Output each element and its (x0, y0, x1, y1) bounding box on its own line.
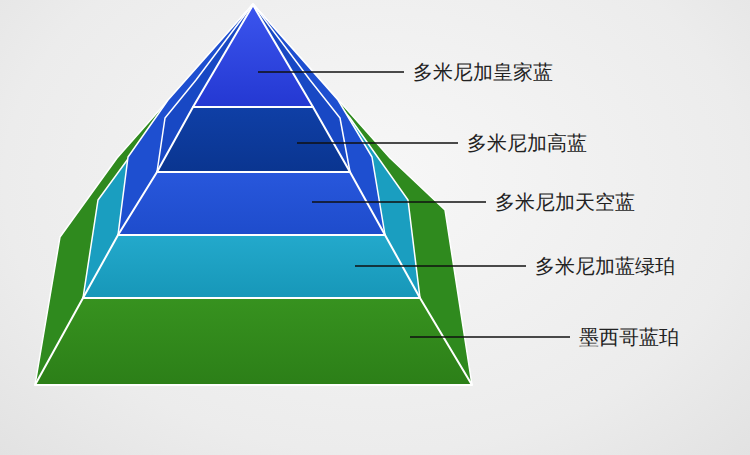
band-label: 多米尼加天空蓝 (495, 190, 635, 214)
band-label: 多米尼加蓝绿珀 (535, 254, 675, 278)
band-label: 多米尼加高蓝 (467, 131, 587, 155)
band-label: 多米尼加皇家蓝 (413, 60, 553, 84)
band-label: 墨西哥蓝珀 (579, 325, 679, 349)
pyramid-sides (35, 4, 472, 385)
pyramid-bands (35, 5, 472, 385)
